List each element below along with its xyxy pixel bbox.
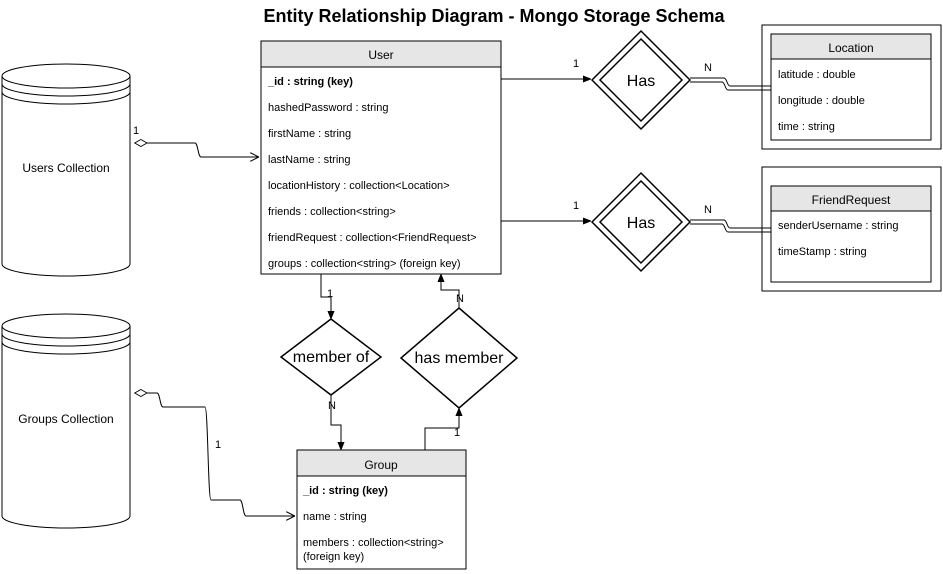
user-entity-title: User: [368, 48, 393, 62]
has-member-label: has member: [415, 350, 505, 367]
friend-request-entity: FriendRequest senderUsername : string ti…: [761, 166, 942, 292]
friend-request-field: senderUsername : string: [778, 220, 898, 232]
has-location-label: Has: [627, 73, 655, 90]
connector-user-member-of: [320, 274, 331, 318]
location-entity: Location latitude : double longitude : d…: [761, 24, 942, 150]
users-collection: Users Collection: [1, 63, 131, 277]
group-field: (foreign key): [303, 551, 364, 563]
connector-groups-group: [147, 393, 294, 516]
user-field: friendRequest : collection<FriendRequest…: [268, 232, 477, 244]
friend-request-field: timeStamp : string: [778, 246, 867, 258]
member-of-label: member of: [293, 349, 370, 366]
group-field: name : string: [303, 511, 367, 523]
has-member-relationship: has member: [399, 307, 519, 409]
connector-has-member-user: [441, 275, 460, 308]
has-location-relationship: Has: [590, 29, 692, 131]
cardinality-label: N: [704, 204, 712, 216]
cardinality-label: 1: [327, 288, 333, 300]
diagram-title: Entity Relationship Diagram - Mongo Stor…: [263, 6, 725, 26]
cardinality-label: N: [328, 400, 336, 412]
groups-collection-label: Groups Collection: [18, 412, 113, 426]
location-field: longitude : double: [778, 95, 865, 107]
cardinality-label: 1: [573, 58, 579, 70]
group-entity: Group _id : string (key) name : string m…: [296, 449, 467, 570]
connector-has-fr-fr: [690, 219, 771, 233]
location-field: latitude : double: [778, 69, 856, 81]
user-field: _id : string (key): [267, 76, 353, 88]
cardinality-label: N: [456, 293, 464, 305]
cardinality-label: 1: [215, 439, 221, 451]
user-field: friends : collection<string>: [268, 206, 396, 218]
has-friend-request-relationship: Has: [590, 171, 692, 273]
group-field: _id : string (key): [302, 485, 388, 497]
cardinality-label: N: [704, 62, 712, 74]
location-field: time : string: [778, 121, 835, 133]
friend-request-entity-title: FriendRequest: [812, 193, 891, 207]
groups-collection: Groups Collection: [1, 313, 131, 529]
user-entity: User _id : string (key) hashedPassword :…: [260, 40, 502, 275]
user-field: lastName : string: [268, 154, 351, 166]
user-field: groups : collection<string> (foreign key…: [268, 258, 461, 270]
cardinality-label: 1: [133, 125, 139, 137]
group-entity-title: Group: [364, 458, 398, 472]
connector-has-location-location: [690, 77, 771, 91]
user-field: firstName : string: [268, 128, 351, 140]
location-entity-title: Location: [828, 41, 873, 55]
users-collection-label: Users Collection: [22, 161, 109, 175]
cardinality-label: 1: [573, 200, 579, 212]
member-of-relationship: member of: [279, 318, 383, 396]
connector-users-user: [147, 143, 258, 157]
connector-group-has-member: [424, 409, 459, 450]
cardinality-label: 1: [454, 427, 460, 439]
user-field: locationHistory : collection<Location>: [268, 180, 450, 192]
has-friend-request-label: Has: [627, 215, 655, 232]
user-field: hashedPassword : string: [268, 102, 388, 114]
group-field: members : collection<string>: [303, 537, 444, 549]
connector-member-of-group: [330, 395, 341, 449]
